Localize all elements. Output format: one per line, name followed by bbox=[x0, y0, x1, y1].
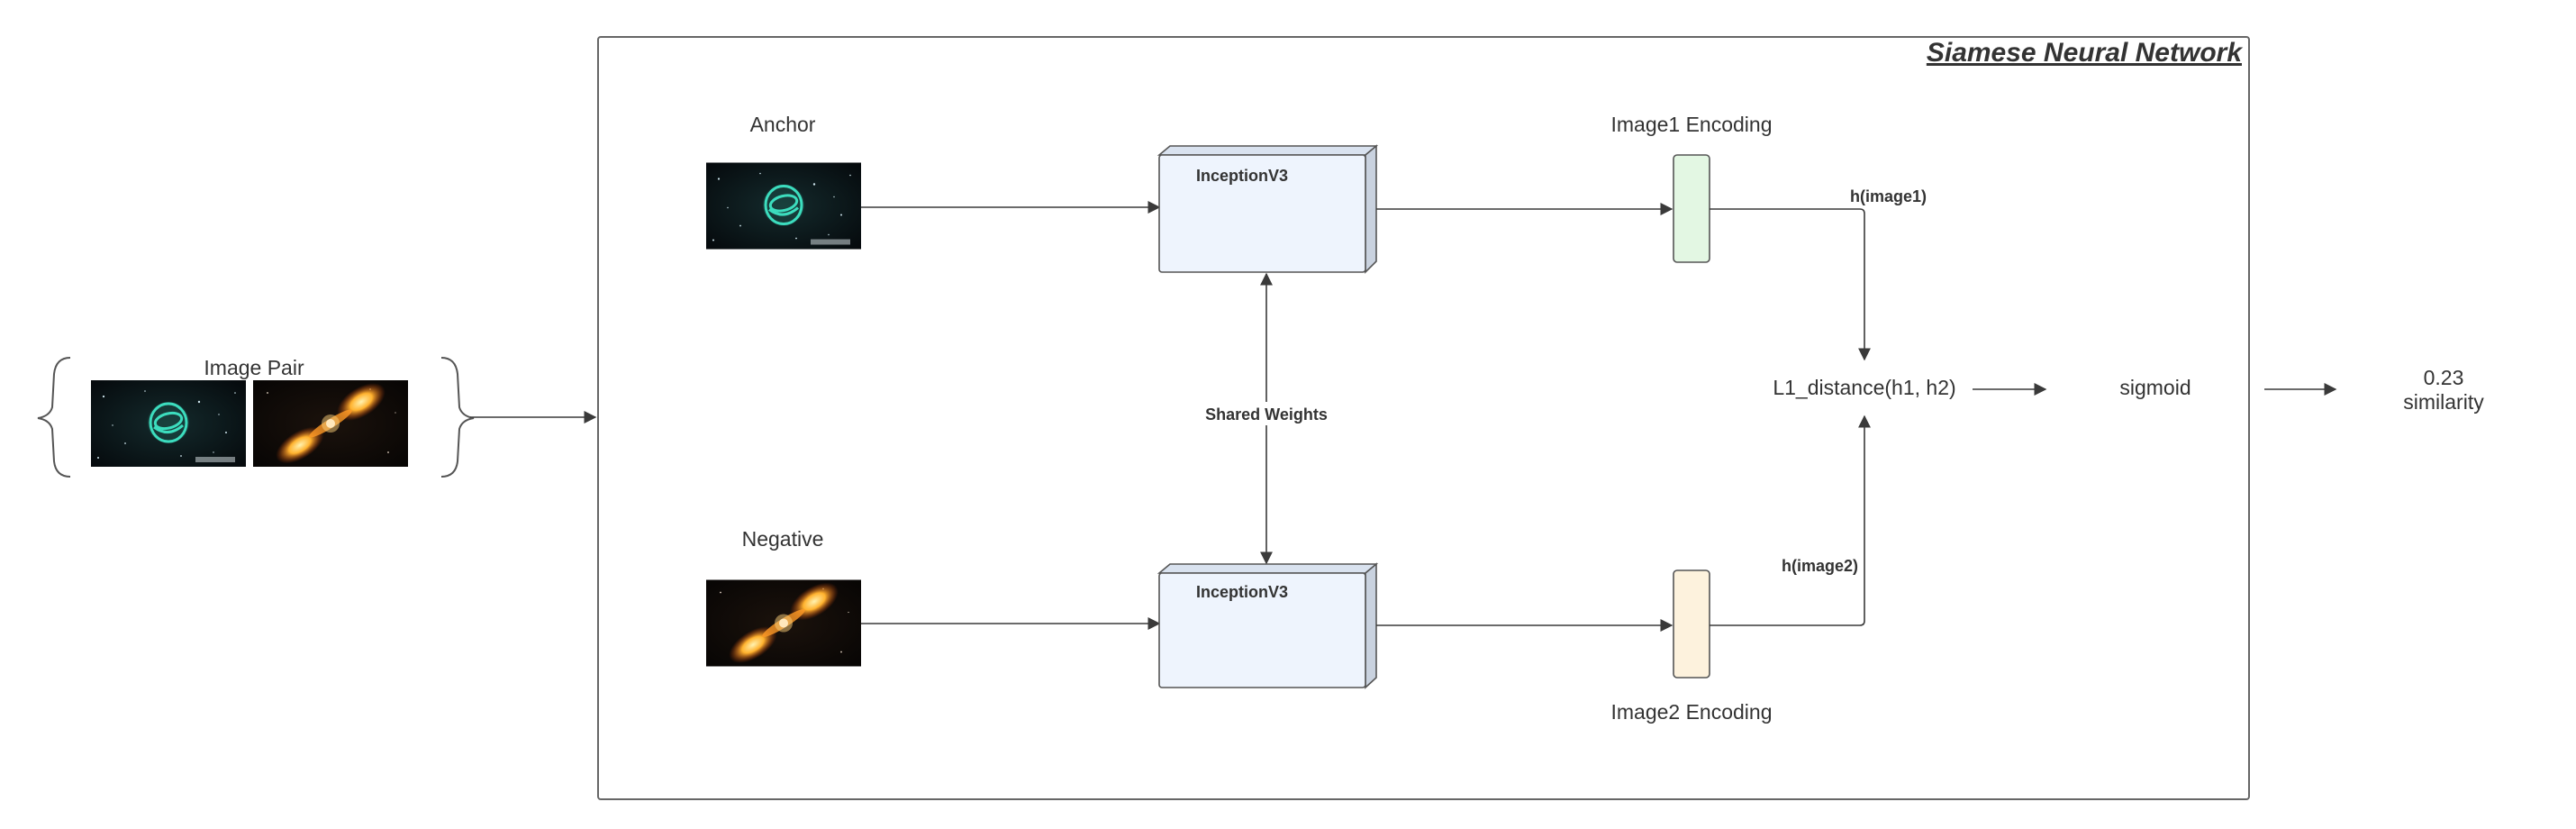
encoder-bottom-label: InceptionV3 bbox=[1196, 583, 1288, 601]
sigmoid-label: sigmoid bbox=[2119, 376, 2191, 399]
encoder-bottom-box bbox=[1156, 562, 1379, 689]
anchor-image bbox=[706, 162, 861, 250]
negative-label: Negative bbox=[742, 527, 824, 551]
left-brace bbox=[37, 357, 71, 478]
negative-image bbox=[706, 578, 861, 668]
right-brace bbox=[440, 357, 475, 478]
anchor-label: Anchor bbox=[750, 113, 816, 136]
shared-weights-label: Shared Weights bbox=[1205, 405, 1328, 424]
encoding1-label: Image1 Encoding bbox=[1610, 113, 1772, 136]
encoding2-label: Image2 Encoding bbox=[1610, 700, 1772, 724]
pair-image-negative bbox=[253, 380, 408, 467]
h2-to-distance-arrow bbox=[1710, 414, 1871, 626]
h1-to-distance-arrow bbox=[1710, 208, 1871, 361]
network-title: Siamese Neural Network bbox=[1927, 38, 2243, 68]
pair-image-anchor bbox=[91, 380, 246, 467]
encoding2-block bbox=[1673, 569, 1710, 679]
similarity-value: 0.23 bbox=[2424, 366, 2464, 389]
h-image2-label: h(image2) bbox=[1782, 557, 1858, 575]
distance-label: L1_distance(h1, h2) bbox=[1773, 376, 1955, 399]
encoder-top-label: InceptionV3 bbox=[1196, 167, 1288, 185]
network-container bbox=[597, 36, 2250, 800]
encoder-top-box bbox=[1156, 144, 1379, 274]
similarity-label: similarity bbox=[2403, 390, 2484, 414]
encoding1-block bbox=[1673, 154, 1710, 263]
h-image1-label: h(image1) bbox=[1850, 187, 1927, 205]
image-pair-label: Image Pair bbox=[204, 356, 304, 379]
